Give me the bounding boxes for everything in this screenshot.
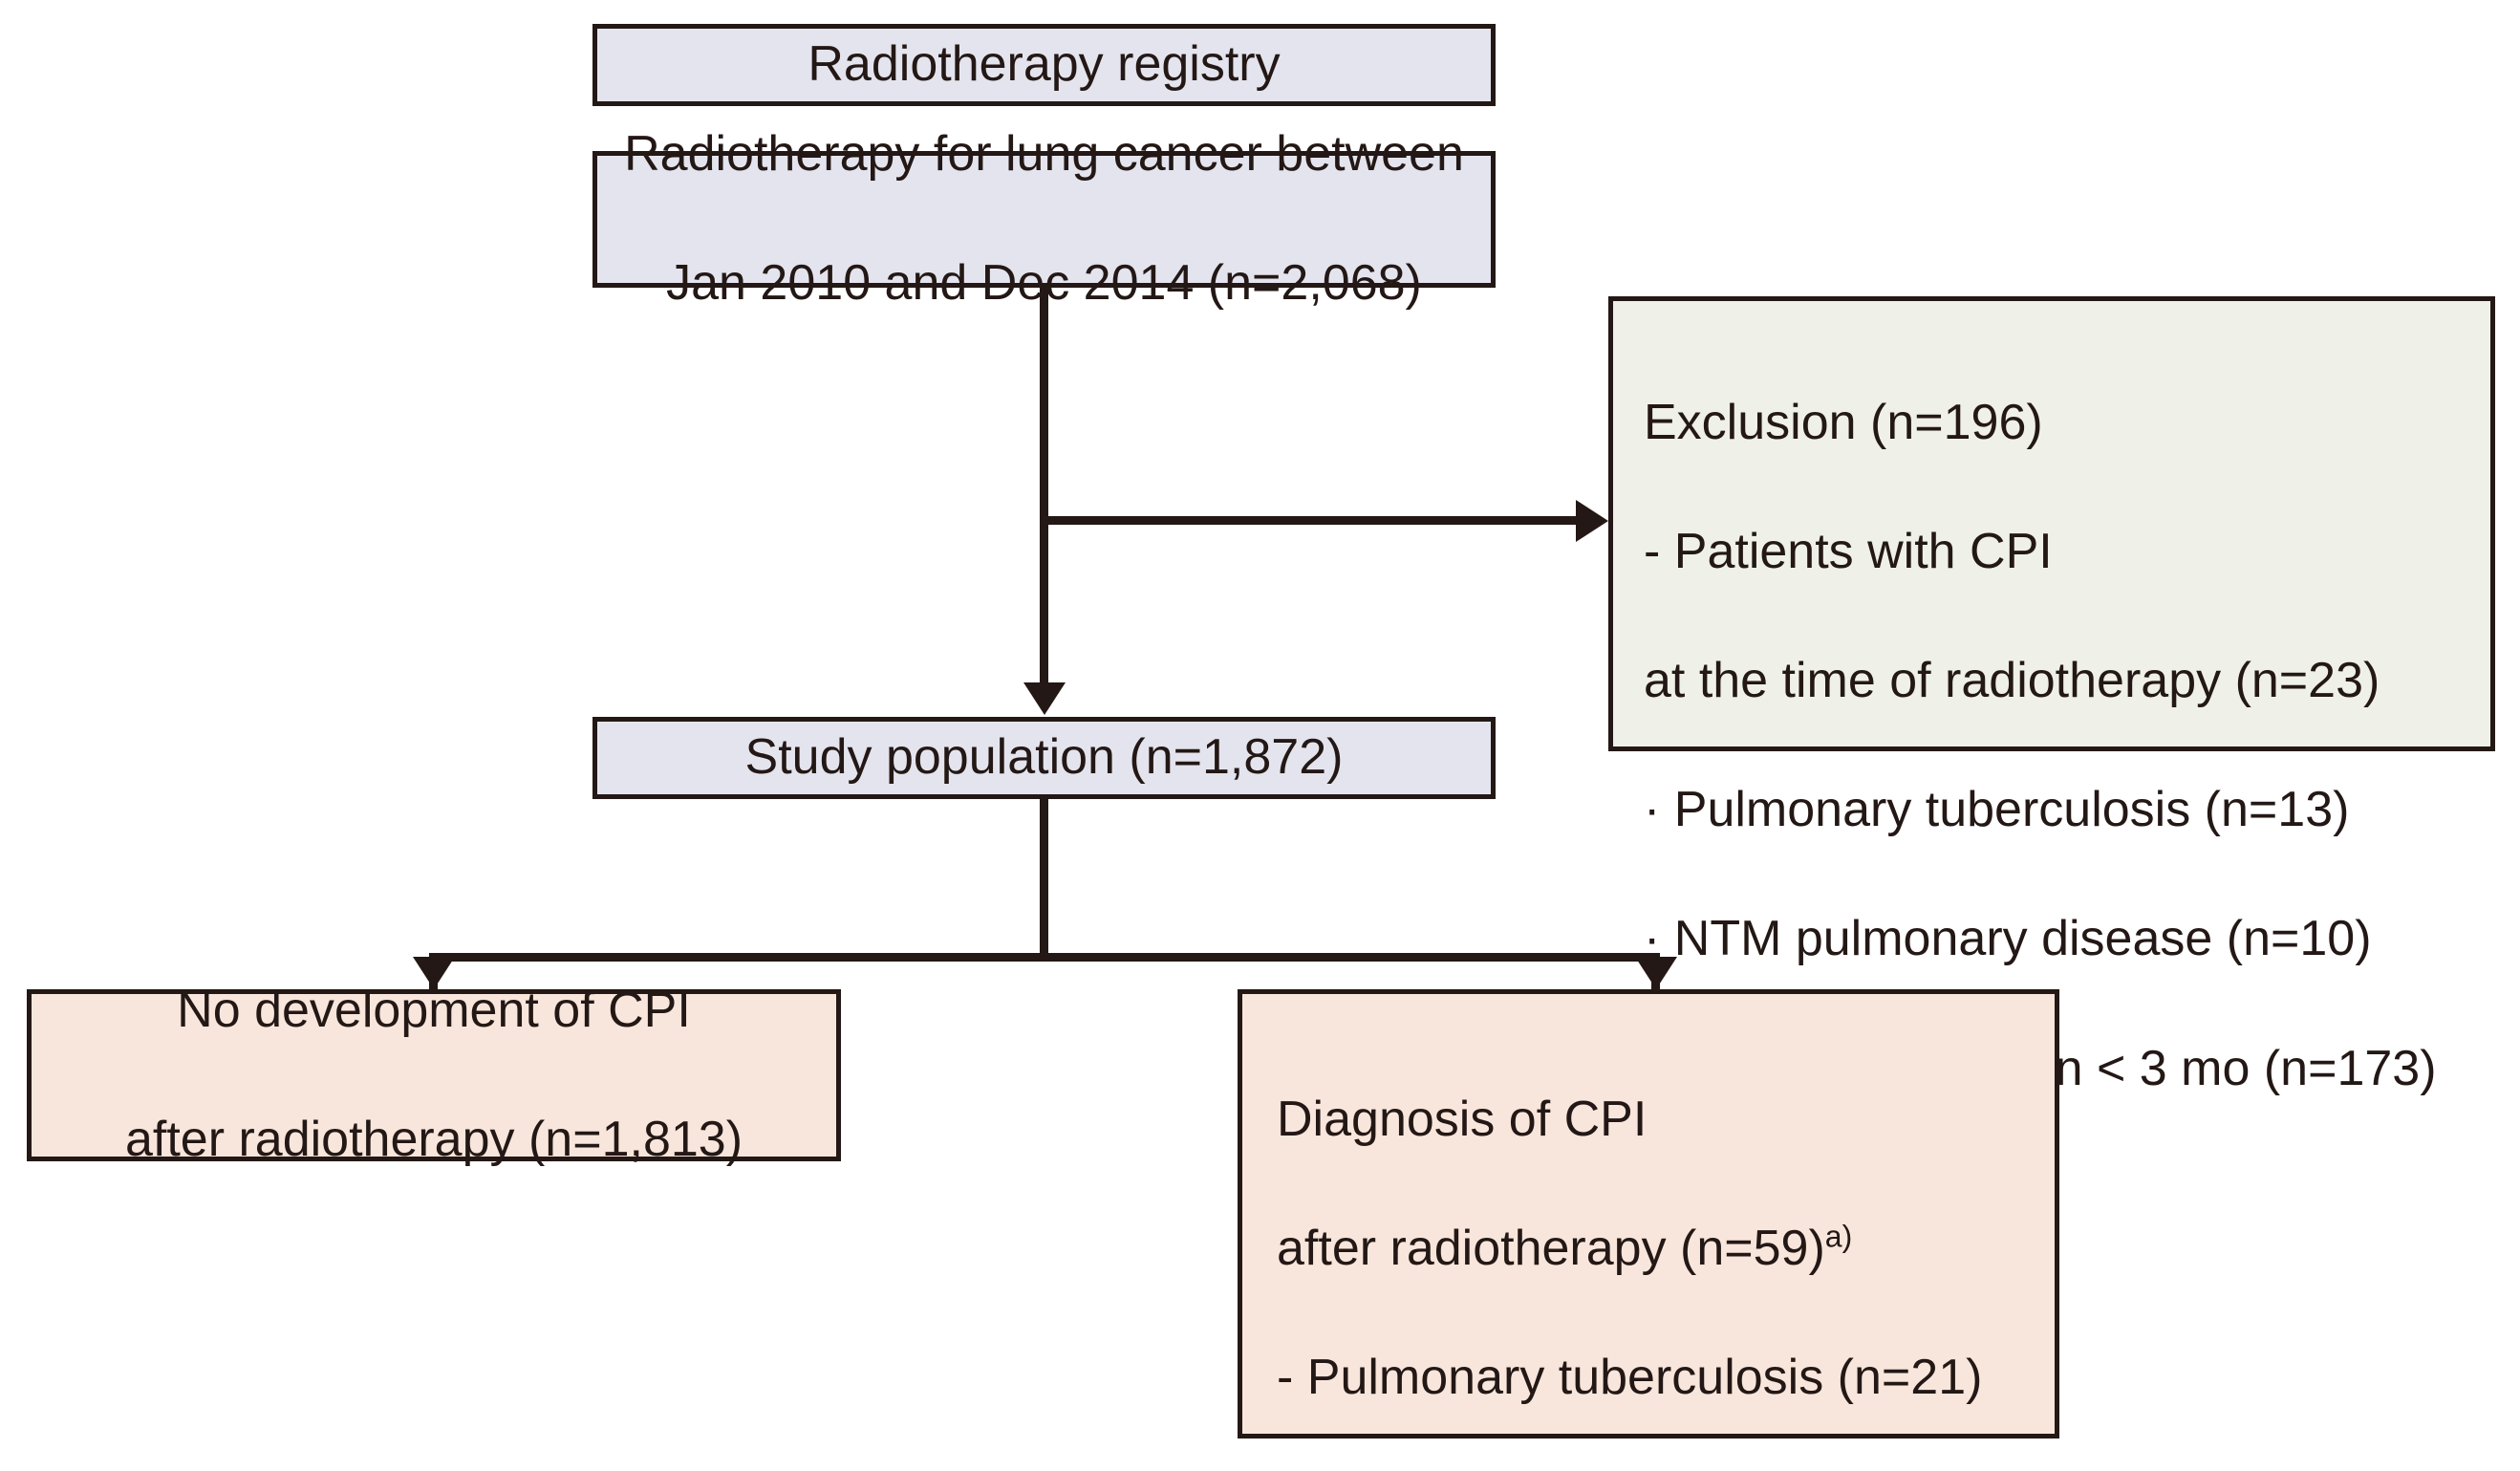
connector-cohort-to-study-trunk — [1040, 287, 1048, 683]
cpi-line-2-main: after radiotherapy (n=59) — [1277, 1220, 1825, 1276]
node-study-population-label: Study population (n=1,872) — [744, 729, 1344, 786]
arrowhead-into-study-population — [1023, 682, 1066, 715]
no-cpi-line-2: after radiotherapy (n=1,813) — [124, 1111, 743, 1167]
exclusion-line-2: - Patients with CPI — [1644, 523, 2053, 579]
node-radiotherapy-registry: Radiotherapy registry — [592, 24, 1496, 106]
cpi-footnote-marker: a) — [1824, 1219, 1853, 1254]
node-radiotherapy-cohort-text: Radiotherapy for lung cancer between Jan… — [624, 58, 1464, 381]
connector-split-bar — [429, 953, 1660, 962]
arrowhead-into-no-cpi — [413, 957, 455, 989]
exclusion-line-5: · NTM pulmonary disease (n=10) — [1644, 911, 2372, 967]
exclusion-line-3: at the time of radiotherapy (n=23) — [1644, 652, 2380, 708]
node-radiotherapy-registry-label: Radiotherapy registry — [808, 36, 1281, 93]
connector-cohort-to-exclusion — [1040, 516, 1580, 525]
node-radiotherapy-cohort: Radiotherapy for lung cancer between Jan… — [592, 126, 1496, 311]
no-cpi-line-1: No development of CPI — [177, 982, 691, 1038]
node-no-cpi-text: No development of CPI after radiotherapy… — [125, 914, 743, 1237]
cpi-line-2: after radiotherapy (n=59)a) — [1277, 1217, 2055, 1282]
cpi-line-3: - Pulmonary tuberculosis (n=21) — [1277, 1349, 1983, 1405]
cohort-line-2: Jan 2010 and Dec 2014 (n=2,068) — [666, 255, 1422, 312]
node-study-population: Study population (n=1,872) — [592, 717, 1496, 799]
exclusion-line-4: · Pulmonary tuberculosis (n=13) — [1644, 782, 2350, 838]
node-no-cpi: No development of CPI after radiotherapy… — [27, 983, 841, 1167]
cpi-line-1: Diagnosis of CPI — [1277, 1091, 1648, 1147]
connector-study-population-down — [1040, 798, 1048, 958]
arrowhead-into-cpi — [1635, 957, 1677, 989]
cohort-line-1: Radiotherapy for lung cancer between — [624, 126, 1464, 183]
exclusion-line-1: Exclusion (n=196) — [1644, 394, 2043, 450]
node-exclusion: Exclusion (n=196) - Patients with CPI at… — [1608, 296, 2495, 1096]
node-cpi-diagnosis: Diagnosis of CPI after radiotherapy (n=5… — [1238, 989, 2059, 1439]
arrowhead-into-exclusion — [1576, 500, 1608, 542]
